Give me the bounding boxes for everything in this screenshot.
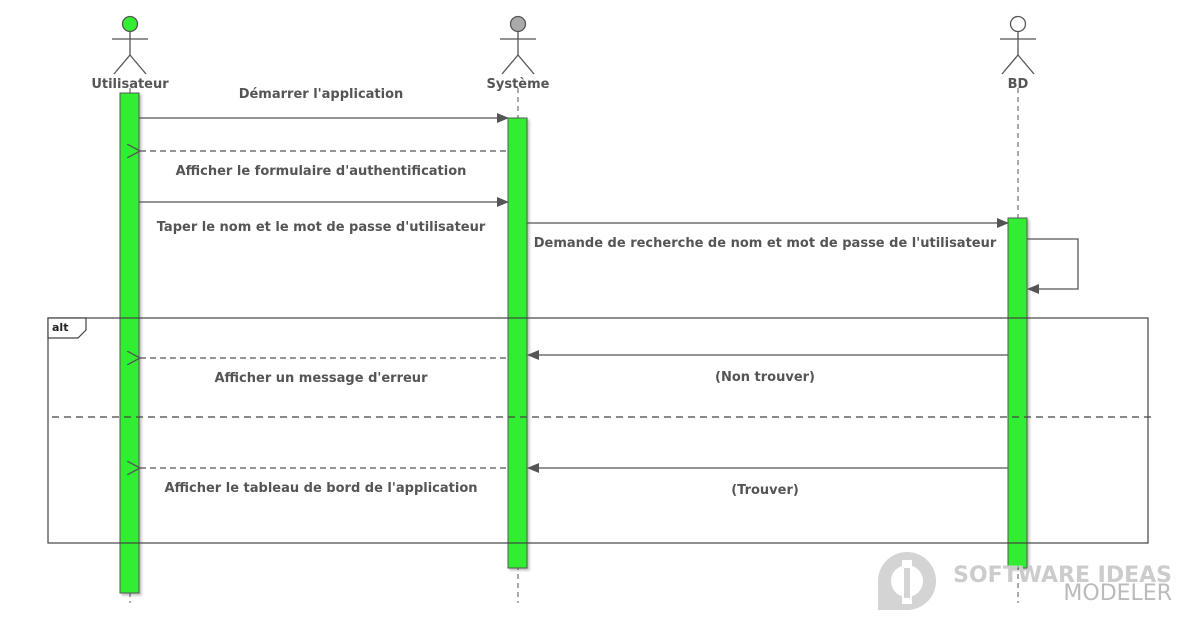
actor-figure-icon xyxy=(112,15,148,75)
activation-bar-systeme[interactable] xyxy=(507,117,528,569)
alt-operator-tab xyxy=(47,317,87,339)
message-label: (Trouver) xyxy=(731,483,799,498)
alt-operator-label: alt xyxy=(52,321,68,334)
actor-head xyxy=(509,15,527,33)
message-afficher-formulaire[interactable]: Afficher le formulaire d'authentificatio… xyxy=(140,151,508,179)
message-label: Afficher un message d'erreur xyxy=(215,371,429,386)
message-non-trouver[interactable]: (Non trouver) xyxy=(527,350,1008,385)
message-trouver[interactable]: (Trouver) xyxy=(527,463,1008,498)
actor-label: Système xyxy=(487,77,550,92)
watermark-line2: MODELER xyxy=(1063,581,1172,606)
message-label: Demande de recherche de nom et mot de pa… xyxy=(534,236,997,251)
alt-frame xyxy=(47,317,1149,544)
actor-figure-icon xyxy=(500,15,536,75)
activation-bar-bd[interactable] xyxy=(1007,217,1028,569)
actor-bd[interactable]: BD xyxy=(1000,15,1036,93)
message-label: Démarrer l'application xyxy=(239,87,404,102)
actor-head xyxy=(121,15,139,33)
actor-label: BD xyxy=(1008,77,1029,92)
message-afficher-erreur[interactable]: Afficher un message d'erreur xyxy=(140,358,508,386)
message-demande-recherche[interactable]: Demande de recherche de nom et mot de pa… xyxy=(527,218,1009,251)
watermark: SOFTWARE IDEAS MODELER xyxy=(878,552,1172,610)
actor-systeme[interactable]: Système xyxy=(487,15,550,93)
message-afficher-tableau[interactable]: Afficher le tableau de bord de l'applica… xyxy=(140,468,508,496)
message-label: Taper le nom et le mot de passe d'utilis… xyxy=(157,220,486,235)
message-label: Afficher le formulaire d'authentificatio… xyxy=(176,164,467,179)
message-label: Afficher le tableau de bord de l'applica… xyxy=(164,481,477,496)
watermark-line1: SOFTWARE IDEAS xyxy=(953,563,1172,588)
message-taper-nom[interactable]: Taper le nom et le mot de passe d'utilis… xyxy=(139,197,509,235)
message-self-bd[interactable] xyxy=(1027,238,1079,294)
actor-figure-icon xyxy=(1000,15,1036,75)
message-label: (Non trouver) xyxy=(715,370,815,385)
software-ideas-logo-icon xyxy=(878,552,936,610)
alt-fragment[interactable]: alt xyxy=(47,317,1156,544)
actor-head xyxy=(1009,15,1027,33)
actor-label: Utilisateur xyxy=(91,77,169,92)
actor-utilisateur[interactable]: Utilisateur xyxy=(91,15,169,93)
activation-bar-utilisateur[interactable] xyxy=(119,92,140,594)
message-arrow xyxy=(1027,238,1079,294)
message-demarrer[interactable]: Démarrer l'application xyxy=(139,87,509,123)
